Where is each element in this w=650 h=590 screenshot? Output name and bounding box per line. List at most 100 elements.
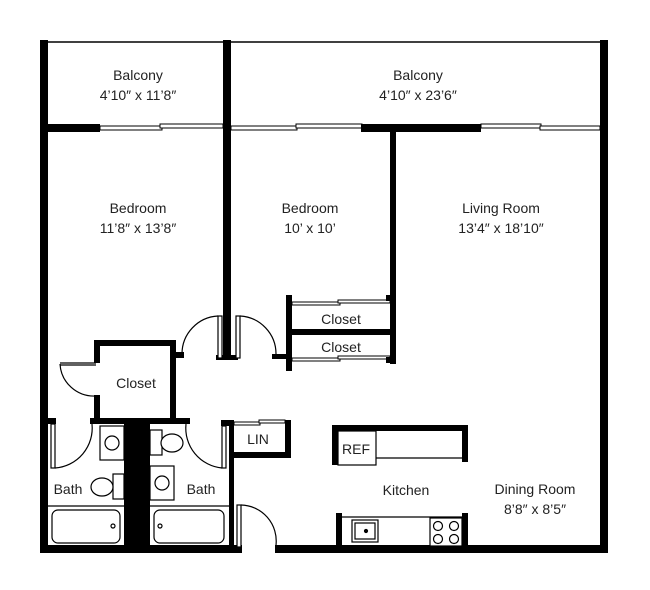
door-swing-arc: [59, 363, 97, 397]
toilet-bowl: [160, 433, 184, 453]
toilet-tank: [112, 473, 125, 500]
wall-closet-left: [286, 295, 292, 371]
sliding-door-panel: [291, 301, 341, 306]
linen-sliding-door: [233, 421, 261, 426]
label-kitchen: Kitchen: [383, 482, 430, 498]
bathtub: [153, 509, 225, 544]
plumbing-chase: [124, 424, 150, 549]
label-bedroom-middle: Bedroom: [282, 200, 339, 216]
stove-burner: [432, 533, 444, 545]
label-dining-room: Dining Room: [495, 481, 576, 497]
tub-drain: [110, 523, 116, 529]
size-balcony-right: 4’10″ x 23’6″: [379, 87, 457, 103]
wall-stub: [386, 357, 392, 363]
room-labels: Balcony 4’10″ x 11’8″ Balcony 4’10″ x 23…: [54, 67, 576, 517]
wall-stub: [216, 355, 238, 360]
sink-drain: [363, 528, 369, 534]
counter-wall-left: [336, 513, 342, 548]
wall-bedroom-living: [390, 128, 396, 364]
door-bedroom-left[interactable]: [181, 315, 223, 359]
tub-drain: [157, 523, 163, 529]
toilet-bowl: [90, 477, 114, 497]
label-closet-hall: Closet: [116, 375, 156, 391]
wall-stub: [221, 420, 233, 426]
label-bath-left: Bath: [54, 481, 83, 497]
counter-wall-right: [462, 513, 468, 548]
wall-stub: [272, 354, 290, 359]
size-bedroom-left: 11’8″ x 13’8″: [100, 220, 177, 236]
closet-sliding-doors: [291, 295, 392, 363]
door-entry[interactable]: [236, 504, 277, 548]
bath-fixtures: [48, 425, 229, 544]
toilet-tank: [149, 429, 163, 456]
wall-hall-closet-top: [94, 340, 176, 346]
sliding-door-panel: [159, 123, 224, 129]
counter-top-wall: [332, 425, 468, 431]
door-leaf: [221, 425, 227, 469]
wall-segment: [361, 124, 481, 132]
wall-stub: [176, 352, 184, 358]
counter-wall-left: [332, 425, 338, 465]
label-bedroom-left: Bedroom: [110, 200, 167, 216]
wall-bottom-right: [275, 545, 608, 553]
sink-basin: [104, 435, 120, 451]
wall-linen-right: [285, 420, 291, 458]
label-closet-upper: Closet: [321, 311, 361, 327]
wall-segment: [44, 124, 100, 132]
wall-closet-divider: [290, 329, 394, 335]
door-bedroom-middle[interactable]: [235, 315, 277, 359]
wall-bath-top: [48, 418, 56, 424]
door-leaf: [50, 423, 56, 469]
door-swing-arc: [185, 423, 223, 469]
wall-hall-closet-right: [170, 340, 176, 423]
label-closet-lower: Closet: [321, 339, 361, 355]
bathtub: [51, 509, 121, 544]
size-balcony-left: 4’10″ x 11’8″: [100, 87, 177, 103]
label-bath-right: Bath: [187, 481, 216, 497]
wall-right: [600, 40, 608, 552]
linen-sliding-door: [258, 419, 286, 424]
door-bath-right[interactable]: [185, 423, 227, 469]
wall-linen-bottom: [230, 452, 290, 458]
kitchen-fixtures: [337, 430, 463, 547]
size-bedroom-middle: 10’ x 10’: [284, 220, 336, 236]
size-living-room: 13’4″ x 18’10″: [458, 220, 543, 236]
sink-basin: [154, 475, 170, 491]
counter-wall-right: [462, 425, 468, 462]
wall-bath-right: [229, 420, 234, 550]
balcony-wall: [44, 123, 601, 132]
sliding-door-panel: [295, 123, 363, 129]
door-bath-left[interactable]: [50, 423, 93, 469]
size-dining-room: 8’8″ x 8’5″: [504, 501, 566, 517]
sliding-door-panel: [230, 125, 298, 131]
door-swing-arc: [239, 315, 277, 355]
door-swing-arc: [240, 504, 277, 546]
door-leaf: [217, 315, 223, 359]
wall-bedroom-divider: [223, 128, 231, 358]
sliding-door-panel: [539, 125, 601, 131]
label-balcony-left: Balcony: [113, 67, 163, 83]
wall-bath-top: [90, 418, 190, 424]
door-swing-arc: [181, 315, 219, 355]
label-linen: LIN: [247, 431, 269, 447]
wall-hall-closet-left-bottom: [94, 395, 100, 423]
sliding-door-panel: [337, 299, 391, 304]
refrigerator: [337, 430, 377, 466]
doors: [50, 315, 290, 548]
stove-burner: [432, 520, 444, 532]
sliding-door-panel: [99, 125, 163, 131]
label-balcony-right: Balcony: [393, 67, 443, 83]
label-refrigerator: REF: [342, 441, 370, 457]
door-leaf: [235, 315, 241, 359]
door-leaf: [236, 504, 242, 548]
sliding-door-panel: [337, 355, 391, 360]
wall-stub: [386, 295, 392, 301]
door-hall-closet[interactable]: [59, 362, 97, 397]
door-swing-arc: [54, 423, 93, 469]
wall-left: [40, 40, 48, 552]
wall-balcony-divider: [223, 40, 231, 130]
sliding-door-panel: [291, 357, 341, 362]
sliding-door-panel: [480, 123, 542, 129]
wall-hall-closet-left-top: [94, 340, 100, 363]
